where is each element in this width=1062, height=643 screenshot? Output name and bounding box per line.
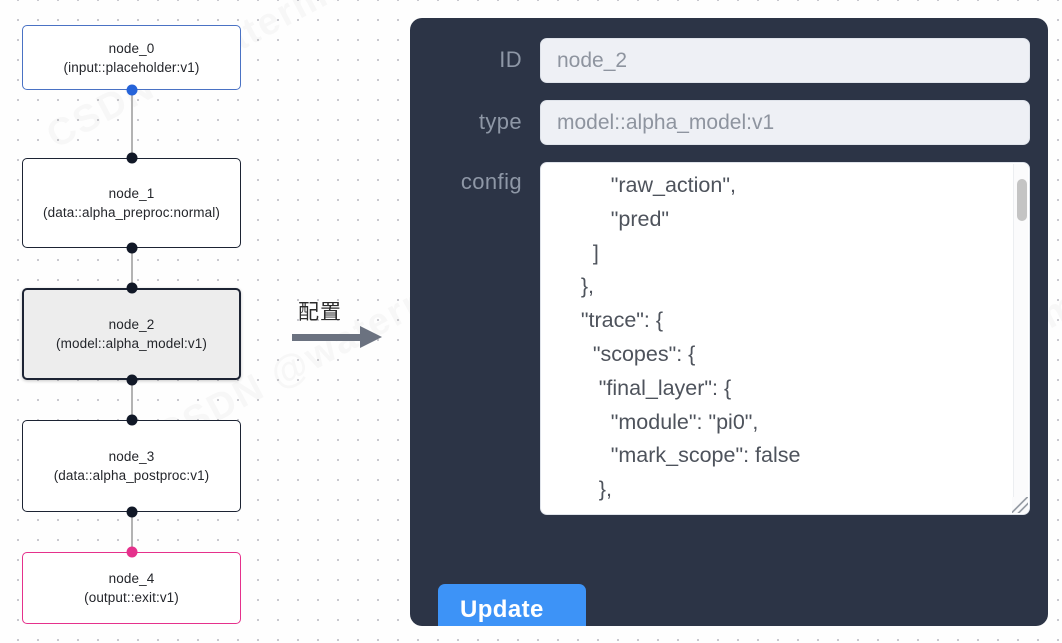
id-input[interactable]: node_2 [540,38,1030,83]
config-textarea-scrollbar[interactable] [1013,164,1028,513]
graph-node-label: node_0 (input::placeholder:v1) [63,40,200,75]
graph-node-node_1[interactable]: node_1 (data::alpha_preproc:normal) [22,158,241,248]
graph-port-out-node_0[interactable] [126,84,137,96]
graph-edge[interactable] [130,90,133,158]
graph-port-out-node_2[interactable] [126,374,137,386]
arrow-label: 配置 [298,300,342,324]
graph-edge[interactable] [130,248,133,288]
graph-port-in-node_2[interactable] [126,282,137,294]
node-properties-panel: ID node_2 type model::alpha_model:v1 con… [410,18,1048,626]
graph-node-label: node_4 (output::exit:v1) [84,571,179,605]
graph-canvas[interactable]: node_0 (input::placeholder:v1)node_1 (da… [0,0,392,643]
graph-port-in-node_1[interactable] [126,152,137,164]
graph-port-in-node_3[interactable] [126,414,137,426]
arrow-head-icon [360,326,382,348]
id-field-label: ID [499,47,522,72]
graph-node-label: node_2 (model::alpha_model:v1) [56,317,207,351]
graph-node-node_0[interactable]: node_0 (input::placeholder:v1) [22,25,241,90]
config-textarea-scrollbar-thumb[interactable] [1016,179,1027,221]
config-field-label: config [460,169,522,194]
resize-grip-icon[interactable] [1012,497,1028,513]
field-row-config: config "raw_action", "pred" ] }, "trace"… [428,162,1030,515]
config-textarea[interactable]: "raw_action", "pred" ] }, "trace": { "sc… [540,162,1030,515]
graph-port-out-node_3[interactable] [126,506,137,518]
arrow-shaft [292,334,364,341]
config-textarea-content[interactable]: "raw_action", "pred" ] }, "trace": { "sc… [580,173,801,514]
graph-port-out-node_1[interactable] [126,242,137,254]
graph-edge[interactable] [130,380,133,420]
graph-node-label: node_3 (data::alpha_postproc:v1) [53,449,210,483]
graph-edge[interactable] [130,512,133,552]
graph-node-label: node_1 (data::alpha_preproc:normal) [43,186,220,220]
graph-port-in-node_4[interactable] [126,546,137,558]
update-button[interactable]: Update [438,584,586,626]
field-row-type: type model::alpha_model:v1 [428,100,1030,145]
type-input[interactable]: model::alpha_model:v1 [540,100,1030,145]
graph-node-node_3[interactable]: node_3 (data::alpha_postproc:v1) [22,420,241,512]
graph-node-node_2[interactable]: node_2 (model::alpha_model:v1) [22,288,241,380]
type-field-label: type [478,109,522,134]
field-row-id: ID node_2 [428,38,1030,83]
configure-arrow-annotation: 配置 [292,296,392,366]
graph-node-node_4[interactable]: node_4 (output::exit:v1) [22,552,241,624]
